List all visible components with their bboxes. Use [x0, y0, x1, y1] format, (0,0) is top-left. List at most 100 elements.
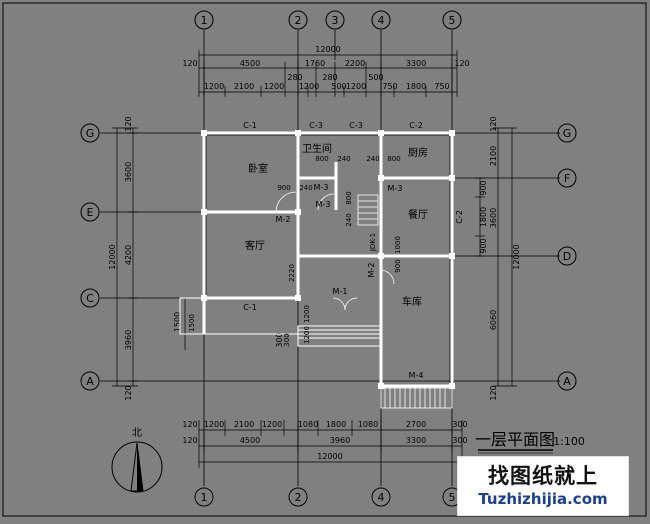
- grid-label-top-4: 4: [378, 14, 385, 27]
- grid-bubble-right-d: [557, 246, 577, 266]
- small-dim-4: 800: [387, 155, 400, 163]
- walls: [202, 131, 454, 388]
- dim-bottom-detail-9: 300: [452, 420, 467, 429]
- small-dim-2: 240: [337, 155, 350, 163]
- dim-left-inner-1: 120: [124, 116, 133, 131]
- small-dim-8: 800: [345, 191, 353, 204]
- dim-right-detail-2: 1800: [479, 207, 488, 227]
- grid-bubble-left-e: [80, 202, 100, 222]
- small-dim-9: 2220: [288, 264, 296, 282]
- room-label-kitchen: 厨房: [408, 146, 428, 159]
- dim-bottom-detail-3: 2100: [234, 420, 254, 429]
- room-label-dining: 餐厅: [408, 208, 428, 221]
- room-label-living: 客厅: [245, 239, 265, 252]
- grid-label-left-a: A: [86, 375, 94, 388]
- grid-bubble-bottom-4: [371, 487, 391, 507]
- grid-label-bottom-4: 4: [378, 491, 385, 504]
- dim-bottom-mid-1: 4500: [240, 436, 260, 445]
- dim-bottom-detail-2: 1200: [204, 420, 224, 429]
- dim-left-inner-5: 120: [124, 385, 133, 400]
- dim-bottom-detail-4: 1200: [262, 420, 282, 429]
- dim-right-outer: 12000: [512, 244, 521, 269]
- small-dim-11: 1500: [188, 314, 196, 332]
- garage-ramp: [380, 387, 453, 409]
- grid-bubble-left-c: [80, 288, 100, 308]
- north-arrow: [111, 441, 163, 493]
- dim-bottom-detail-6: 1800: [326, 420, 346, 429]
- grid-label-bottom-5: 5: [449, 491, 456, 504]
- room-label-bedroom: 卧室: [248, 162, 268, 175]
- dim-top-detail-8: 1800: [406, 82, 426, 91]
- watermark-url[interactable]: Tuzhizhijia.com: [478, 490, 608, 508]
- dim-bottom-mid-3: 3300: [406, 436, 426, 445]
- small-dim-7: 240: [345, 213, 353, 226]
- dim-bottom-overall: 12000: [317, 452, 342, 461]
- door-tag-m3-hall: M-3: [316, 200, 331, 209]
- dim-top-mid-5: 280: [322, 73, 337, 82]
- window-tag-c1-bottom: C-1: [243, 303, 257, 312]
- grid-bubble-right-a: [557, 371, 577, 391]
- dim-right-inner-2: 2100: [489, 146, 498, 166]
- drawing-title: 一层平面图: [475, 430, 555, 449]
- window-marks: [225, 131, 454, 298]
- door-tag-m4: M-4: [409, 371, 424, 380]
- dim-top-mid-6: 2200: [345, 59, 365, 68]
- dim-top-mid-9: 120: [454, 59, 469, 68]
- dim-bottom-mid-2: 3960: [330, 436, 350, 445]
- drawing-scale: 1:100: [553, 435, 585, 448]
- small-dim-12: 300: [283, 333, 291, 346]
- door-swings: [275, 191, 395, 311]
- window-tag-c2-top: C-2: [409, 121, 423, 130]
- door-tag-m3-bath: M-3: [314, 183, 329, 192]
- columns: [201, 130, 455, 389]
- grid-label-top-5: 5: [449, 14, 456, 27]
- dim-right-detail-1: 900: [479, 180, 488, 195]
- watermark-text: 找图纸就上: [488, 464, 598, 488]
- small-dim-10: 1200: [303, 305, 311, 323]
- dim-top-detail-5: 500: [331, 82, 346, 91]
- right-dimension-lines: [475, 127, 517, 387]
- door-tag-m3-kitchen: M-3: [388, 184, 403, 193]
- small-dim-5: 900: [277, 184, 290, 192]
- dim-top-detail-6: 1200: [346, 82, 366, 91]
- dim-top-mid-2: 4500: [240, 59, 260, 68]
- left-dimension-lines: [112, 127, 186, 387]
- grid-axes: [100, 30, 560, 486]
- grid-bubble-left-g: [80, 123, 100, 143]
- grid-bubble-bottom-2: [288, 487, 308, 507]
- dim-right-inner-3: 3600: [489, 208, 498, 228]
- dim-left-outer: 12000: [108, 244, 117, 269]
- dim-bottom-extra-2: 300: [452, 436, 467, 445]
- dim-top-detail-9: 750: [434, 82, 449, 91]
- dim-top-mid-7: 500: [368, 73, 383, 82]
- stair: [357, 194, 379, 226]
- dim-left-inner-2: 3600: [124, 162, 133, 182]
- top-dimension-lines: [198, 50, 458, 97]
- door-tag-m1: M-1: [333, 287, 348, 296]
- small-dim-13: 1200: [303, 326, 311, 344]
- door-tag-m2-garage: M-2: [367, 263, 376, 278]
- grid-label-left-e: E: [87, 206, 94, 219]
- small-dim-1: 800: [315, 155, 328, 163]
- grid-bubble-bottom-1: [194, 487, 214, 507]
- window-tag-c3-left: C-3: [309, 121, 323, 130]
- room-label-bathroom: 卫生间: [302, 142, 332, 155]
- small-dim-6: 240: [299, 184, 312, 192]
- dim-bottom-detail-7: 1080: [358, 420, 378, 429]
- dim-top-overall: 12000: [315, 45, 340, 54]
- dim-top-mid-3: 1760: [305, 59, 325, 68]
- grid-label-left-c: C: [86, 292, 94, 305]
- grid-bubble-top-3: [325, 10, 345, 30]
- grid-bubble-right-g: [557, 123, 577, 143]
- drawing-frame: [2, 2, 647, 517]
- dim-top-detail-4: 1200: [299, 82, 319, 91]
- dim-bottom-detail-5: 1080: [298, 420, 318, 429]
- grid-bubble-left-a: [80, 371, 100, 391]
- dim-top-mid-4: 280: [287, 73, 302, 82]
- grid-bubble-top-4: [371, 10, 391, 30]
- dim-left-inner-3: 4200: [124, 245, 133, 265]
- dim-top-detail-7: 750: [382, 82, 397, 91]
- small-dim-15: 1000: [394, 236, 402, 254]
